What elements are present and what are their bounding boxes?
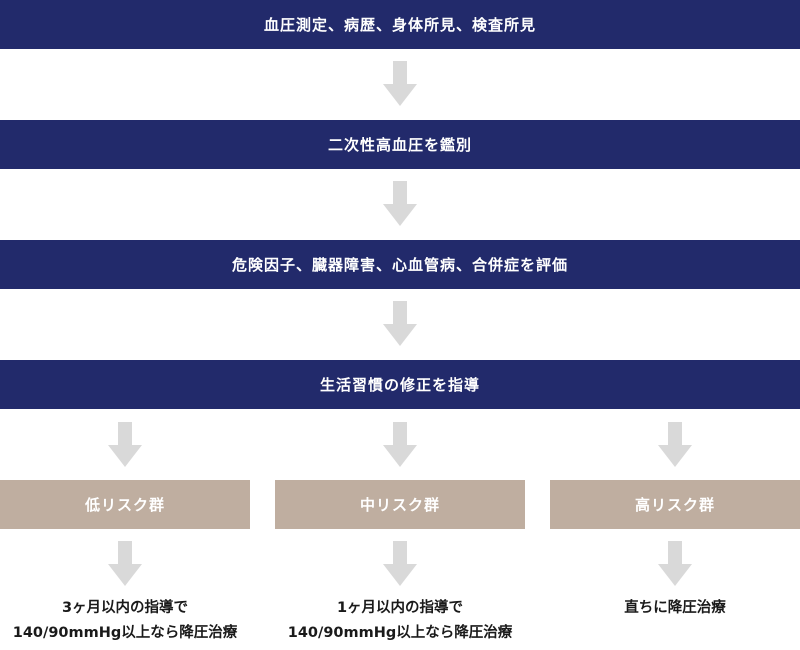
arrow-down-icon: [383, 422, 417, 467]
risk-label-high: 高リスク群: [634, 496, 715, 514]
risk-box-high: 高リスク群: [550, 480, 800, 529]
risk-label-medium: 中リスク群: [359, 496, 440, 514]
outcome-medium-line2: 140/90mmHg以上なら降圧治療: [287, 625, 513, 641]
arrow-down-icon: [658, 422, 692, 467]
arrow-down-icon: [658, 541, 692, 586]
risk-box-medium: 中リスク群: [275, 480, 525, 529]
step-bar-3: 危険因子、臓器障害、心血管病、合併症を評価: [0, 240, 800, 289]
arrow-down-icon: [383, 301, 417, 346]
outcome-medium-line1: 1ヶ月以内の指導で: [336, 600, 464, 616]
arrow-down-icon: [108, 541, 142, 586]
outcome-low-line2: 140/90mmHg以上なら降圧治療: [12, 625, 238, 641]
outcome-medium: 1ヶ月以内の指導で 140/90mmHg以上なら降圧治療: [270, 596, 530, 646]
step-label-1: 血圧測定、病歴、身体所見、検査所見: [263, 16, 536, 34]
step-label-4: 生活習慣の修正を指導: [319, 376, 480, 394]
step-bar-1: 血圧測定、病歴、身体所見、検査所見: [0, 0, 800, 49]
outcome-low: 3ヶ月以内の指導で 140/90mmHg以上なら降圧治療: [0, 596, 255, 646]
outcome-low-line1: 3ヶ月以内の指導で: [61, 600, 189, 616]
arrow-down-icon: [108, 422, 142, 467]
step-bar-2: 二次性高血圧を鑑別: [0, 120, 800, 169]
step-label-3: 危険因子、臓器障害、心血管病、合併症を評価: [231, 256, 568, 274]
risk-box-low: 低リスク群: [0, 480, 250, 529]
arrow-down-icon: [383, 181, 417, 226]
outcome-high-line1: 直ちに降圧治療: [624, 600, 726, 616]
arrow-down-icon: [383, 61, 417, 106]
step-bar-4: 生活習慣の修正を指導: [0, 360, 800, 409]
risk-label-low: 低リスク群: [84, 496, 165, 514]
step-label-2: 二次性高血圧を鑑別: [327, 136, 472, 154]
outcome-high: 直ちに降圧治療: [545, 596, 800, 621]
arrow-down-icon: [383, 541, 417, 586]
